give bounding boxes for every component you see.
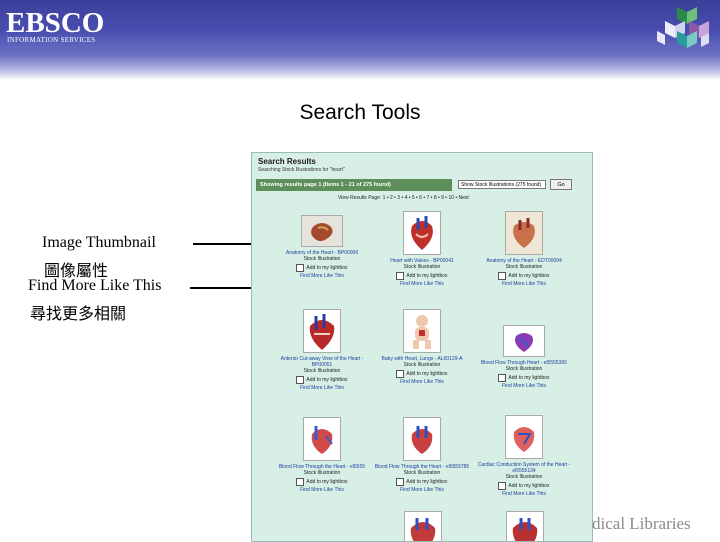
results-type-select[interactable]: Show Stock Illustrations (275 found) <box>458 180 546 189</box>
find-more-link[interactable]: Find More Like This <box>400 281 444 287</box>
results-count-text: Showing results page 1 (Items 1 - 21 of … <box>260 182 391 188</box>
slide-title: Search Tools <box>299 101 421 124</box>
find-more-link[interactable]: Find More Like This <box>400 487 444 493</box>
result-thumbnail[interactable] <box>505 415 543 459</box>
lightbox-label: Add to my lightbox <box>406 479 448 485</box>
result-type: Stock Illustration <box>505 474 543 480</box>
result-item: Anatomy of the Heart - EDT00004 Stock Il… <box>472 211 576 287</box>
callout-image-thumbnail: Image Thumbnail <box>42 234 156 251</box>
lightbox-label: Add to my lightbox <box>306 479 348 485</box>
find-more-link[interactable]: Find More Like This <box>300 487 344 493</box>
header-band <box>0 0 720 80</box>
result-title[interactable]: Blood Flow Through Heart - el5555365 <box>480 360 568 366</box>
result-item: Blood Flow Through the Heart - el5555785… <box>370 417 474 493</box>
result-title[interactable]: Anatomy of the Heart - EDT00004 <box>486 258 562 264</box>
lightbox-label: Add to my lightbox <box>508 483 550 489</box>
result-item: Blood Flow Through Heart - el5555365 Sto… <box>472 325 576 389</box>
cube-logo-icon <box>657 7 709 48</box>
result-item: Heart with Valves - BP00041 Stock Illust… <box>370 211 474 287</box>
lightbox-label: Add to my lightbox <box>508 375 550 381</box>
lightbox-checkbox[interactable] <box>498 482 507 490</box>
result-thumbnail[interactable] <box>505 211 543 255</box>
lightbox-checkbox[interactable] <box>396 478 405 486</box>
result-item: Anterior Cut-away View of the Heart - BP… <box>270 309 374 391</box>
find-more-link[interactable]: Find More Like This <box>300 385 344 391</box>
result-thumbnail[interactable] <box>301 215 343 247</box>
result-item: Blood Flow Through the Heart - el5555 St… <box>270 417 374 493</box>
result-title[interactable]: Anterior Cut-away View of the Heart - BP… <box>280 356 364 368</box>
result-title[interactable]: Anatomy of the Heart - BP00006 <box>285 250 359 256</box>
logo-subtext: INFORMATION SERVICES <box>7 36 96 44</box>
result-title[interactable]: Blood Flow Through the Heart - el5555 <box>278 464 366 470</box>
result-thumbnail[interactable] <box>404 511 442 541</box>
lightbox-checkbox[interactable] <box>296 264 305 272</box>
result-thumbnail[interactable] <box>303 309 341 353</box>
lightbox-label: Add to my lightbox <box>306 265 348 271</box>
callout-find-more: Find More Like This <box>28 277 162 294</box>
result-type: Stock Illustration <box>303 368 341 374</box>
result-thumbnail[interactable] <box>403 417 441 461</box>
lightbox-label: Add to my lightbox <box>406 371 448 377</box>
go-button[interactable]: Go <box>550 179 572 190</box>
find-more-link[interactable]: Find More Like This <box>502 383 546 389</box>
results-count-bar: Showing results page 1 (Items 1 - 21 of … <box>256 179 452 191</box>
lightbox-checkbox[interactable] <box>396 272 405 280</box>
lightbox-label: Add to my lightbox <box>406 273 448 279</box>
callout-find-more-zh: 尋找更多相關 <box>30 306 127 323</box>
result-title[interactable]: Heart with Valves - BP00041 <box>390 258 454 264</box>
results-pager[interactable]: View Results Page: 1 • 2 • 3 • 4 • 5 • 6… <box>338 195 469 201</box>
result-thumbnail[interactable] <box>403 211 441 255</box>
results-header: Search Results Searching Stock Illustrat… <box>258 157 345 173</box>
result-type: Stock Illustration <box>403 470 441 476</box>
find-more-link[interactable]: Find More Like This <box>300 273 344 279</box>
lightbox-label: Add to my lightbox <box>306 377 348 383</box>
search-results-screenshot: Search Results Searching Stock Illustrat… <box>251 152 593 542</box>
lightbox-checkbox[interactable] <box>296 376 305 384</box>
result-thumbnail[interactable] <box>403 309 441 353</box>
result-item: Anatomy of the Heart - BP00006 Stock Ill… <box>270 215 374 279</box>
result-type: Stock Illustration <box>403 264 441 270</box>
ebsco-logo: EBSCO INFORMATION SERVICES <box>6 8 104 44</box>
result-title[interactable]: Baby with Heart, Lungs - AL00129-A <box>381 356 463 362</box>
find-more-link[interactable]: Find More Like This <box>502 281 546 287</box>
result-item: Baby with Heart, Lungs - AL00129-A Stock… <box>370 309 474 385</box>
footer-text: dical Libraries <box>592 514 691 533</box>
lightbox-label: Add to my lightbox <box>508 273 550 279</box>
result-thumbnail[interactable] <box>503 325 545 357</box>
results-subheading: Searching Stock Illustrations for "heart… <box>258 167 345 173</box>
result-type: Stock Illustration <box>303 256 341 262</box>
result-title[interactable]: Cardiac Conduction System of the Heart -… <box>477 462 571 474</box>
result-item: Cardiac Conduction System of the Heart -… <box>472 415 576 497</box>
results-heading: Search Results <box>258 157 316 166</box>
result-type: Stock Illustration <box>505 366 543 372</box>
logo-text: EBSCO <box>6 7 105 39</box>
lightbox-checkbox[interactable] <box>396 370 405 378</box>
result-type: Stock Illustration <box>403 362 441 368</box>
result-thumbnail[interactable] <box>506 511 544 541</box>
lightbox-checkbox[interactable] <box>498 374 507 382</box>
result-thumbnail[interactable] <box>303 417 341 461</box>
find-more-link[interactable]: Find More Like This <box>502 491 546 497</box>
lightbox-checkbox[interactable] <box>296 478 305 486</box>
lightbox-checkbox[interactable] <box>498 272 507 280</box>
find-more-link[interactable]: Find More Like This <box>400 379 444 385</box>
result-title[interactable]: Blood Flow Through the Heart - el5555785 <box>374 464 470 470</box>
result-type: Stock Illustration <box>303 470 341 476</box>
callout-image-thumbnail-zh: 圖像屬性 <box>44 263 109 280</box>
result-type: Stock Illustration <box>505 264 543 270</box>
